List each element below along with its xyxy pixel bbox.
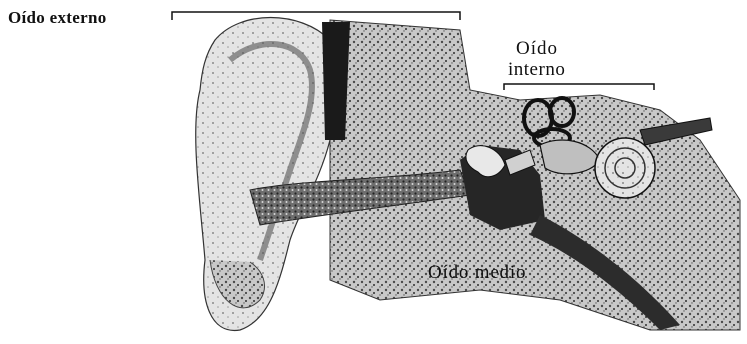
label-inner-ear-line2: interno [508, 59, 565, 81]
label-outer-ear: Oído externo [8, 8, 107, 28]
inner-ear-bracket [504, 84, 654, 90]
outer-ear-bracket [172, 12, 460, 20]
label-middle-ear: Oído medio [428, 262, 526, 284]
cochlea-outer [595, 138, 655, 198]
label-inner-ear-line1: Oído [516, 38, 558, 60]
